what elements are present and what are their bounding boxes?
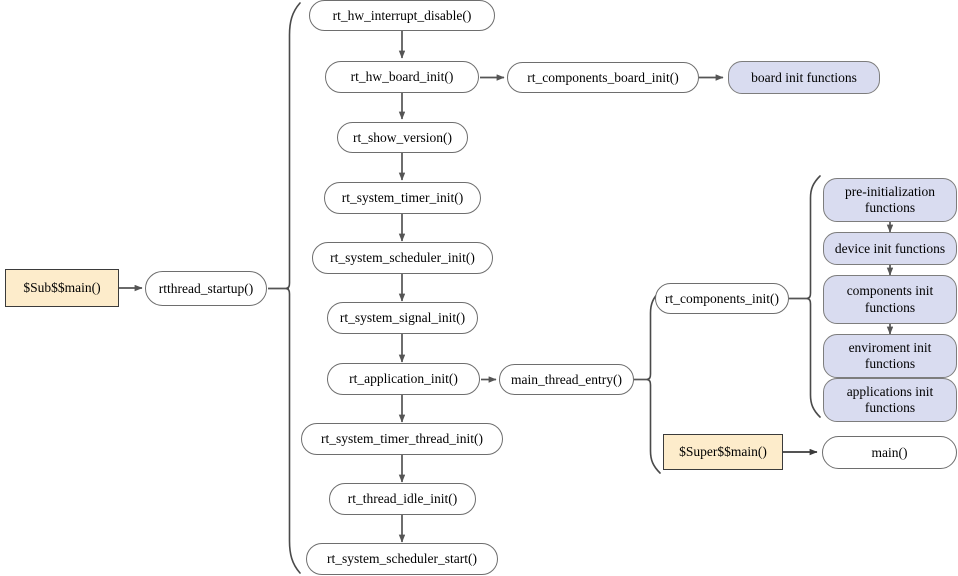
node-rtthread-startup[interactable]: rtthread_startup(): [145, 271, 267, 306]
node-label: main_thread_entry(): [511, 371, 622, 387]
node-rt-components-board-init[interactable]: rt_components_board_init(): [507, 62, 699, 93]
node-label: rt_components_board_init(): [527, 69, 679, 85]
node-label: rt_system_scheduler_start(): [327, 551, 477, 567]
node-label: rt_components_init(): [665, 290, 779, 306]
node-label-line1: components init: [846, 283, 934, 299]
node-device-init-functions[interactable]: device init functions: [823, 232, 957, 265]
node-rt-system-timer-init[interactable]: rt_system_timer_init(): [324, 182, 481, 214]
node-label: rt_system_timer_init(): [341, 190, 464, 206]
node-label: rt_system_signal_init(): [339, 310, 466, 326]
node-main-thread-entry[interactable]: main_thread_entry(): [499, 364, 634, 395]
node-rt-hw-board-init[interactable]: rt_hw_board_init(): [325, 61, 479, 93]
brace-components-group: [646, 290, 661, 474]
node-label: rt_show_version(): [353, 129, 452, 145]
node-super-main[interactable]: $Super$$main(): [663, 434, 783, 470]
node-label-line1: enviroment init: [848, 339, 932, 355]
node-label: rt_hw_interrupt_disable(): [332, 7, 472, 23]
node-applications-init-functions[interactable]: applications init functions: [823, 378, 957, 422]
node-main[interactable]: main(): [822, 436, 957, 469]
node-rt-application-init[interactable]: rt_application_init(): [327, 363, 480, 395]
node-label-line1: applications init: [846, 383, 934, 399]
node-rt-components-init[interactable]: rt_components_init(): [655, 283, 789, 314]
node-label: rt_hw_board_init(): [350, 69, 454, 85]
node-label: main(): [871, 444, 908, 460]
node-rt-show-version[interactable]: rt_show_version(): [337, 122, 468, 153]
node-enviroment-init-functions[interactable]: enviroment init functions: [823, 334, 957, 378]
node-label: rtthread_startup(): [158, 280, 254, 296]
brace-startup-chain: [285, 2, 301, 574]
node-label-line2: functions: [864, 356, 916, 371]
node-rt-system-scheduler-start[interactable]: rt_system_scheduler_start(): [306, 543, 498, 575]
node-label: rt_thread_idle_init(): [347, 491, 458, 507]
node-label-line2: functions: [864, 299, 916, 315]
node-rt-thread-idle-init[interactable]: rt_thread_idle_init(): [329, 483, 476, 515]
node-label: $Sub$$main(): [23, 280, 101, 296]
node-pre-initialization-functions[interactable]: pre-initialization functions: [823, 178, 957, 222]
node-label-line1: pre-initialization: [845, 183, 935, 199]
node-label: rt_system_scheduler_init(): [330, 250, 475, 266]
node-label-line2: functions: [864, 200, 916, 215]
brace-init-stages: [806, 175, 821, 418]
node-board-init-functions[interactable]: board init functions: [728, 61, 880, 94]
node-label-line1: device init functions: [834, 240, 946, 256]
node-label-line2: functions: [864, 400, 916, 415]
node-rt-system-timer-thread-init[interactable]: rt_system_timer_thread_init(): [301, 423, 503, 455]
node-rt-hw-interrupt-disable[interactable]: rt_hw_interrupt_disable(): [309, 0, 495, 31]
node-label: rt_application_init(): [349, 371, 458, 387]
node-rt-system-scheduler-init[interactable]: rt_system_scheduler_init(): [312, 242, 493, 274]
node-rt-system-signal-init[interactable]: rt_system_signal_init(): [327, 302, 478, 334]
node-label: board init functions: [751, 69, 857, 85]
node-label: $Super$$main(): [679, 444, 767, 460]
node-label: rt_system_timer_thread_init(): [321, 431, 483, 447]
node-components-init-functions[interactable]: components init functions: [823, 275, 957, 324]
node-sub-main[interactable]: $Sub$$main(): [5, 269, 119, 307]
